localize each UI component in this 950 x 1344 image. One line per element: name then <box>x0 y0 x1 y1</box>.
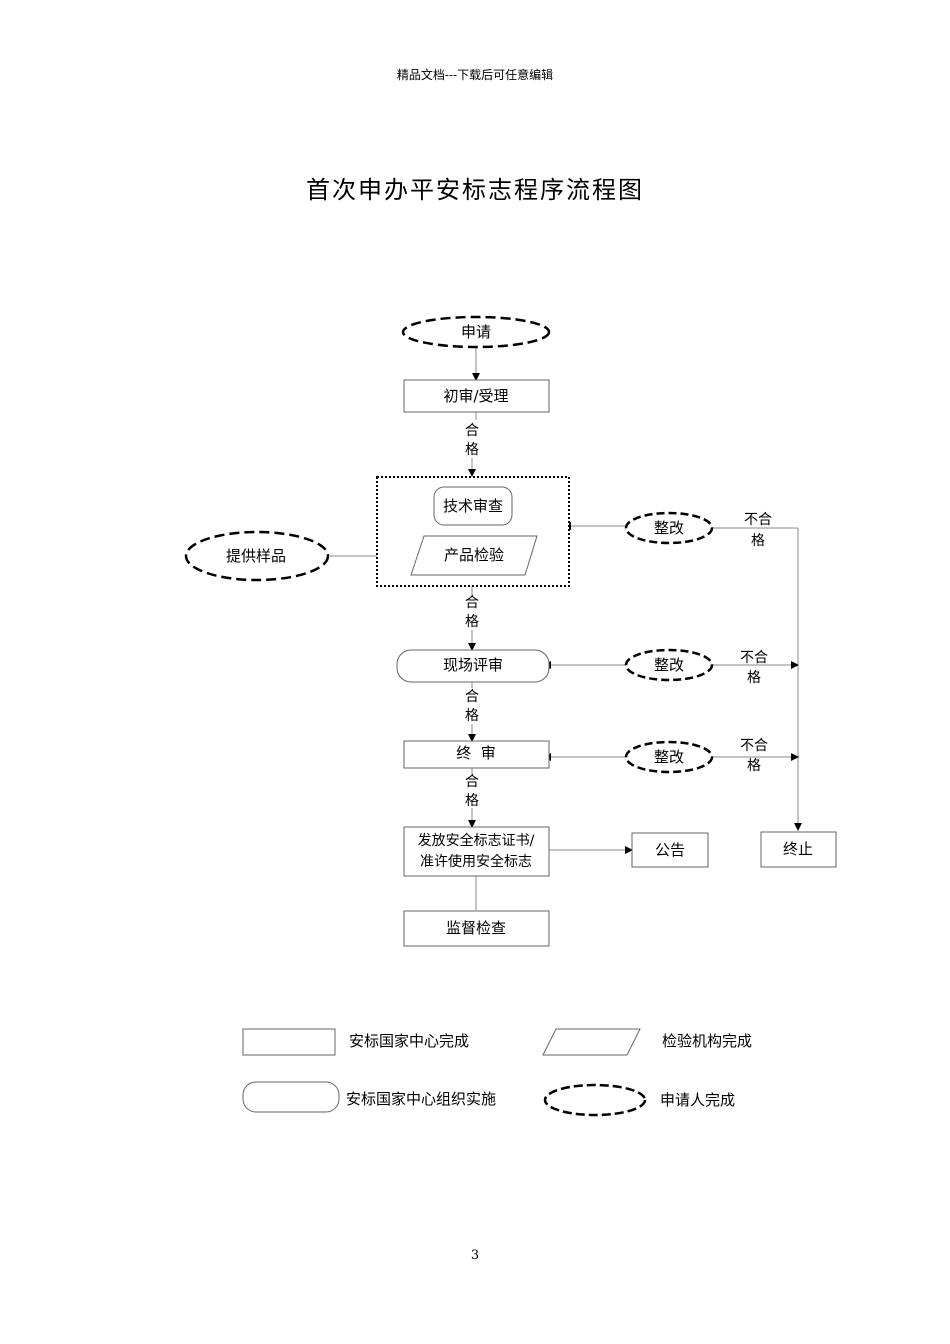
rectify-label-1: 整改 <box>654 519 684 537</box>
pass-label-3a: 合 <box>465 689 479 705</box>
tech-review-label: 技术审查 <box>443 497 503 515</box>
rectify-node-1 <box>624 511 714 545</box>
rectify-label-2: 整改 <box>654 656 684 674</box>
legend-parallelogram-label: 检验机构完成 <box>662 1032 752 1050</box>
final-review-label: 终 审 <box>456 744 496 762</box>
rectify-node-2 <box>624 648 714 682</box>
pass-label-1a: 合 <box>465 423 479 439</box>
fail-label-1a: 不合 <box>744 512 772 528</box>
provide-sample-label: 提供样品 <box>226 547 286 565</box>
issue-certificate-node <box>403 826 550 877</box>
legend-ellipse-shape <box>543 1083 647 1117</box>
pass-label-1b: 格 <box>465 442 479 458</box>
supervise-label: 监督检查 <box>446 919 506 937</box>
initial-review-label: 初审/受理 <box>443 387 508 405</box>
legend-rect-shape <box>242 1028 336 1056</box>
product-test-label: 产品检验 <box>444 546 504 564</box>
legend-ellipse-label: 申请人完成 <box>660 1091 735 1109</box>
legend: 安标国家中心完成 检验机构完成 安标国家中心组织实施 申请人完成 <box>242 1028 752 1117</box>
fail-label-3a: 不合 <box>740 738 768 754</box>
initial-review-node <box>403 379 550 413</box>
issue-label-line1: 发放安全标志证书/ <box>418 832 535 849</box>
page-number: 3 <box>470 1248 480 1263</box>
fail-label-1b: 格 <box>751 533 765 549</box>
legend-rounded-label: 安标国家中心组织实施 <box>346 1090 496 1108</box>
fail-label-3b: 格 <box>747 758 761 774</box>
pass-label-4b: 格 <box>465 793 479 809</box>
terminate-node <box>760 831 837 868</box>
final-review-node <box>403 740 550 769</box>
page-title: 首次申办平安标志程序流程图 <box>306 176 644 204</box>
supervise-node <box>403 910 550 947</box>
announce-node <box>631 832 709 868</box>
legend-rounded-shape <box>242 1081 340 1113</box>
fail-label-2b: 格 <box>747 670 761 686</box>
product-test-node <box>410 535 538 576</box>
terminate-label: 终止 <box>783 840 813 858</box>
rectify-node-3 <box>624 740 714 774</box>
issue-label-line2: 准许使用安全标志 <box>420 853 532 870</box>
header-note: 精品文档---下载后可任意编辑 <box>396 68 554 82</box>
legend-rect-label: 安标国家中心完成 <box>349 1032 469 1050</box>
tech-review-node <box>433 486 513 526</box>
pass-label-4a: 合 <box>465 774 479 790</box>
apply-label: 申请 <box>461 323 491 341</box>
pass-label-2b: 格 <box>465 614 479 630</box>
onsite-review-label: 现场评审 <box>443 656 503 674</box>
pass-label-3b: 格 <box>465 708 479 724</box>
pass-label-2a: 合 <box>465 595 479 611</box>
legend-parallelogram-shape <box>542 1028 641 1056</box>
provide-sample-node <box>184 530 330 582</box>
onsite-review-node <box>396 649 550 683</box>
rectify-label-3: 整改 <box>654 748 684 766</box>
connectors <box>330 348 802 910</box>
apply-node <box>401 315 551 349</box>
fail-label-2a: 不合 <box>740 650 768 666</box>
announce-label: 公告 <box>655 841 685 859</box>
